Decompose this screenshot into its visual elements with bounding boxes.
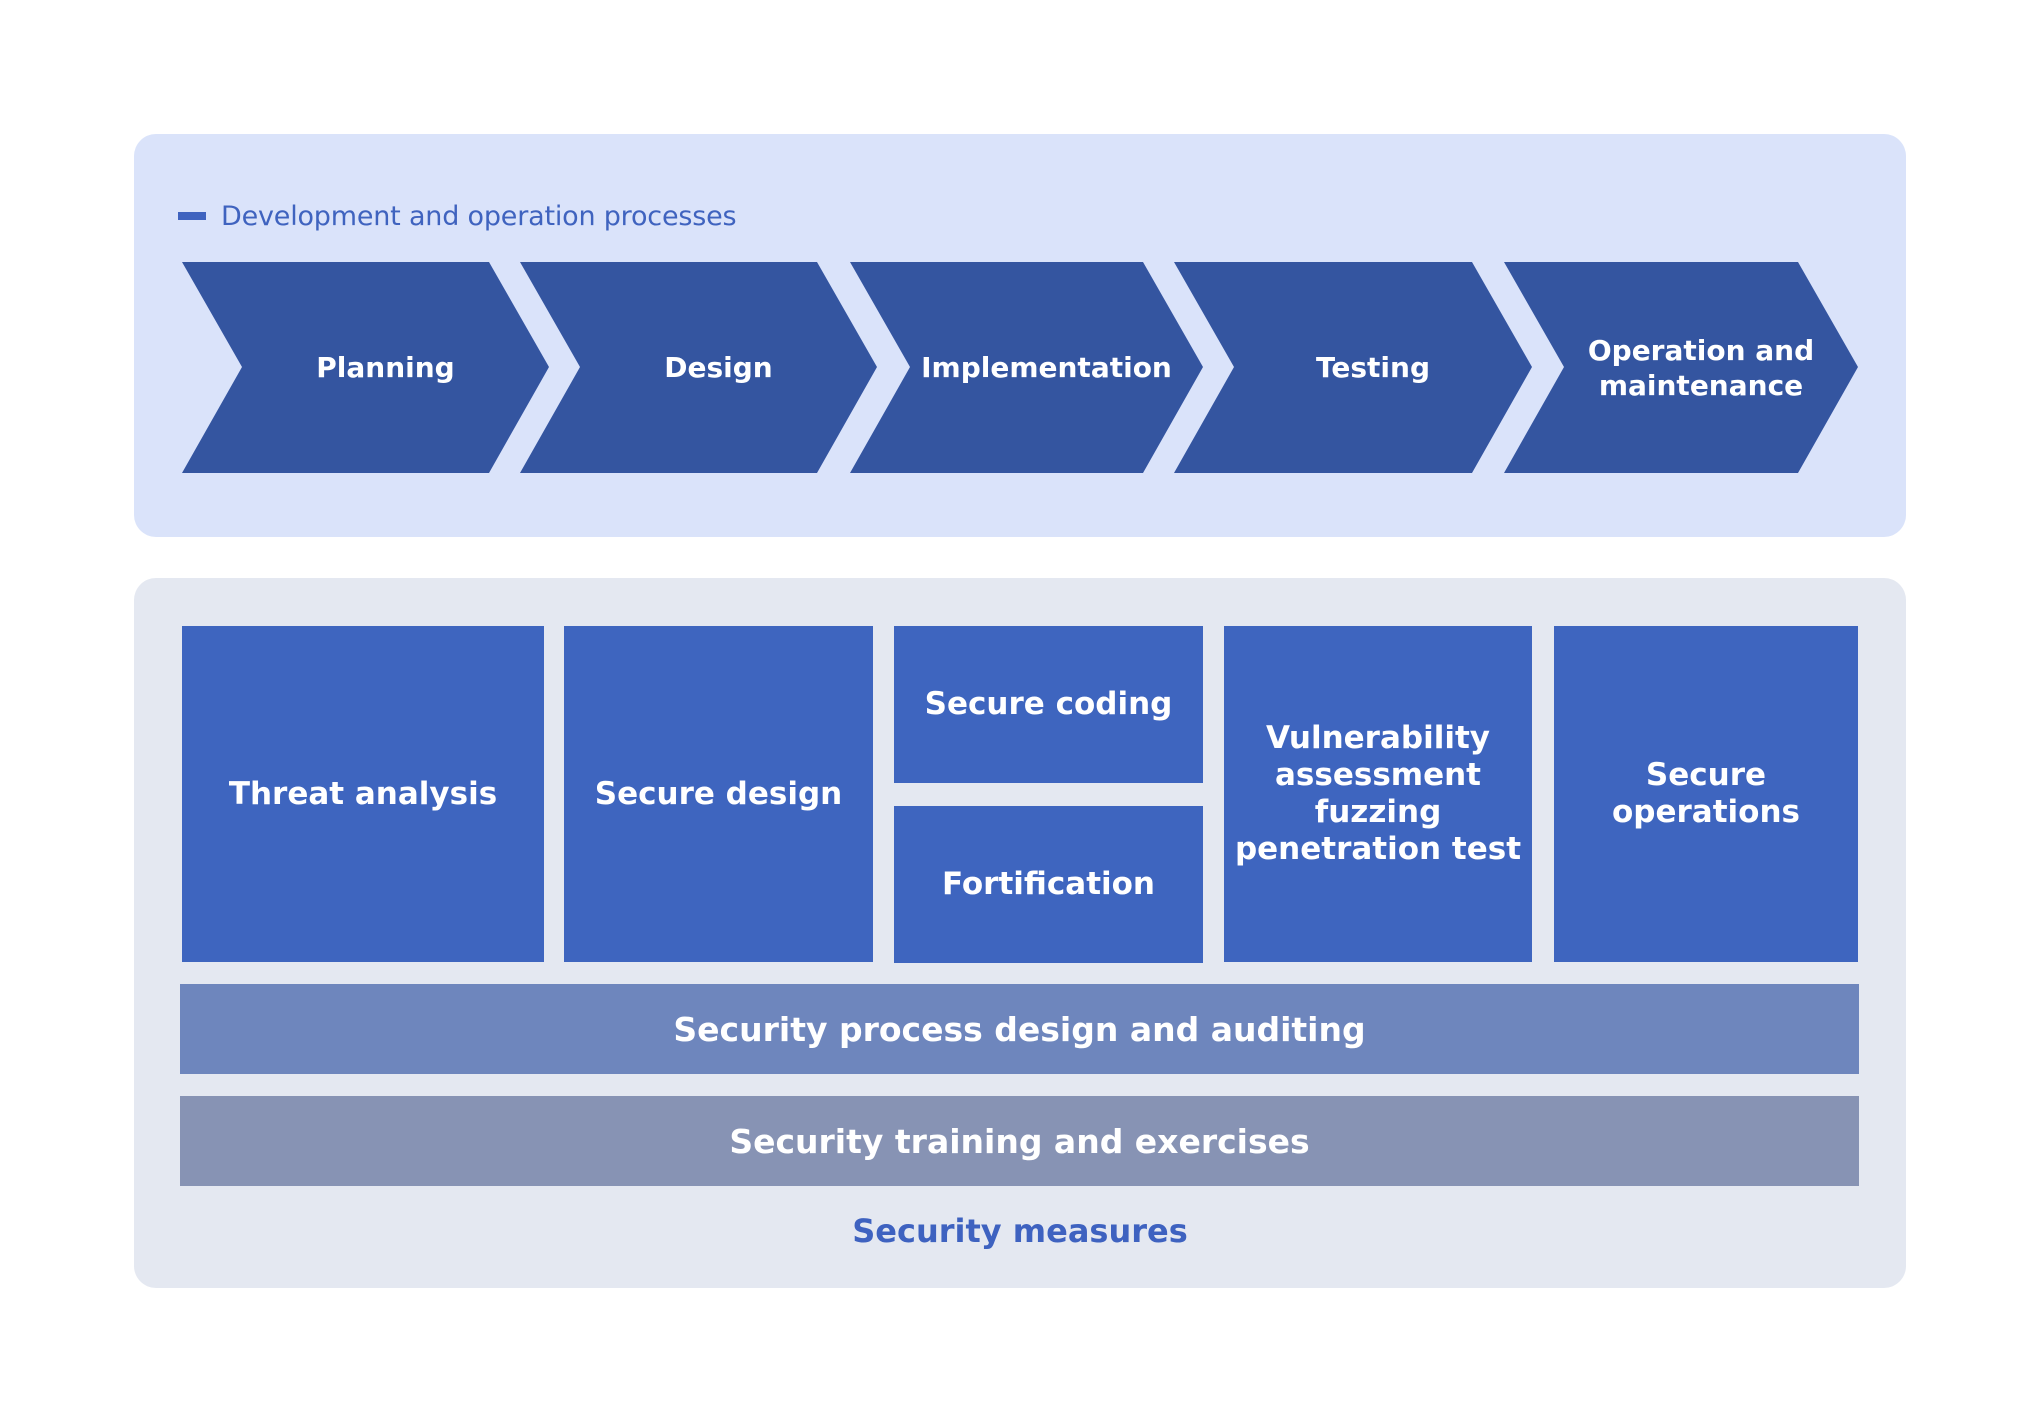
- measure-secure-design: Secure design: [564, 626, 873, 962]
- process-step-chevron: [520, 262, 877, 473]
- measure-secure-operations: Secure operations: [1554, 626, 1858, 962]
- measure-fortification: Fortification: [894, 806, 1203, 963]
- legend-swatch-icon: [178, 212, 206, 220]
- process-step-chevron: [850, 262, 1203, 473]
- process-step-chevron: [1174, 262, 1532, 473]
- process-step-chevron: [1504, 262, 1858, 473]
- process-step-chevron: [182, 262, 549, 473]
- measure-threat-analysis: Threat analysis: [182, 626, 544, 962]
- measure-process-design-bar: Security process design and auditing: [180, 984, 1859, 1074]
- process-chevrons: [182, 262, 1858, 473]
- measure-vulnerability-assessment: Vulnerability assessment fuzzing penetra…: [1224, 626, 1532, 962]
- measure-secure-coding: Secure coding: [894, 626, 1203, 783]
- legend-label: Development and operation processes: [221, 200, 737, 232]
- measure-training-bar: Security training and exercises: [180, 1096, 1859, 1186]
- measures-title: Security measures: [852, 1212, 1188, 1250]
- process-legend: Development and operation processes: [178, 196, 737, 236]
